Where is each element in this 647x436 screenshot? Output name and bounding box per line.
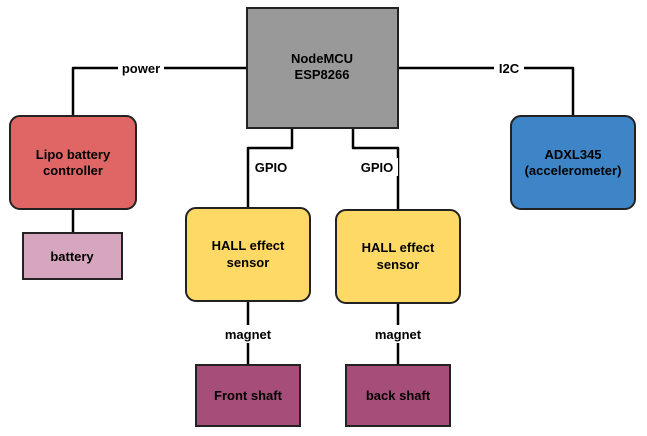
gpio-connector-1: [246, 128, 294, 208]
node-mcu: NodeMCU ESP8266: [246, 7, 399, 129]
gpio-label-1: GPIO: [255, 160, 288, 175]
front-shaft-label: Front shaft: [214, 388, 283, 403]
hall2-label-line-2: sensor: [377, 257, 420, 272]
hall1-label-line-2: sensor: [227, 255, 270, 270]
node-hall-sensor-2: HALL effect sensor: [335, 209, 461, 304]
magnet-label-1: magnet: [225, 327, 272, 342]
node-back-shaft: back shaft: [345, 364, 451, 427]
magnet-label-2: magnet: [375, 327, 422, 342]
i2c-label: I2C: [499, 61, 520, 76]
battery-label: battery: [50, 249, 94, 264]
node-hall-sensor-1: HALL effect sensor: [185, 207, 311, 302]
hall1-label-line-1: HALL effect: [212, 238, 285, 253]
adxl-label-line-1: ADXL345: [544, 147, 601, 162]
back-shaft-label: back shaft: [366, 388, 431, 403]
lipo-label-line-2: controller: [43, 163, 103, 178]
node-adxl345: ADXL345 (accelerometer): [510, 115, 636, 210]
mcu-label-line-1: NodeMCU: [291, 51, 353, 66]
lipo-label-line-1: Lipo battery: [36, 147, 111, 162]
edge-labels: power I2C GPIO GPIO magnet magnet: [118, 60, 524, 343]
power-connector: [71, 66, 247, 116]
node-front-shaft: Front shaft: [195, 364, 301, 427]
adxl-label-line-2: (accelerometer): [525, 163, 622, 178]
hall2-label-line-1: HALL effect: [362, 240, 435, 255]
power-label: power: [122, 61, 160, 76]
gpio-label-2: GPIO: [361, 160, 394, 175]
node-lipo-controller: Lipo battery controller: [9, 115, 137, 210]
i2c-connector: [398, 66, 575, 116]
node-battery: battery: [22, 232, 123, 280]
gpio-connector-2: [351, 128, 400, 210]
mcu-label-line-2: ESP8266: [295, 67, 350, 82]
